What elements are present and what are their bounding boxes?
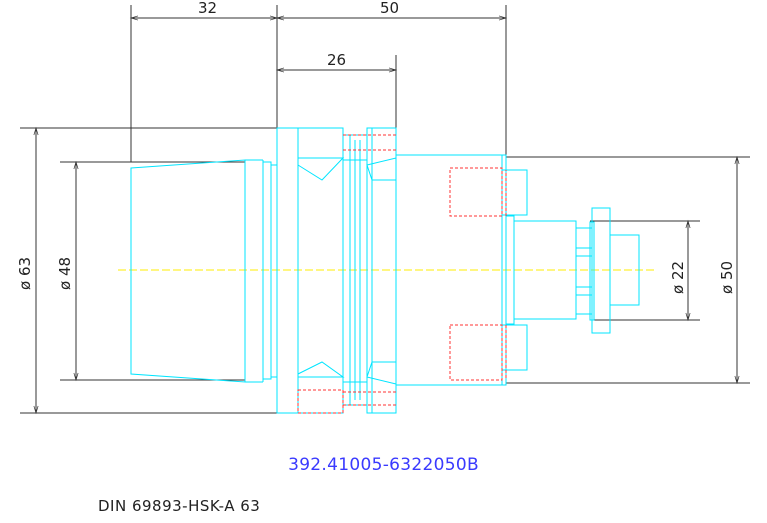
hidden-lines	[297, 134, 507, 414]
dimension-lines	[20, 5, 750, 415]
dim-26-label: 26	[327, 51, 346, 69]
part-outline	[130, 127, 640, 414]
part-number: 392.41005-6322050B	[288, 455, 479, 475]
dim-dia22-label: ø 22	[669, 261, 687, 294]
dim-50-label: 50	[380, 0, 399, 17]
standard-label: DIN 69893-HSK-A 63	[98, 497, 261, 515]
dim-dia48-label: ø 48	[56, 257, 74, 290]
dim-dia50-label: ø 50	[718, 261, 736, 294]
dim-32-label: 32	[198, 0, 217, 17]
dim-dia63-label: ø 63	[16, 257, 34, 290]
